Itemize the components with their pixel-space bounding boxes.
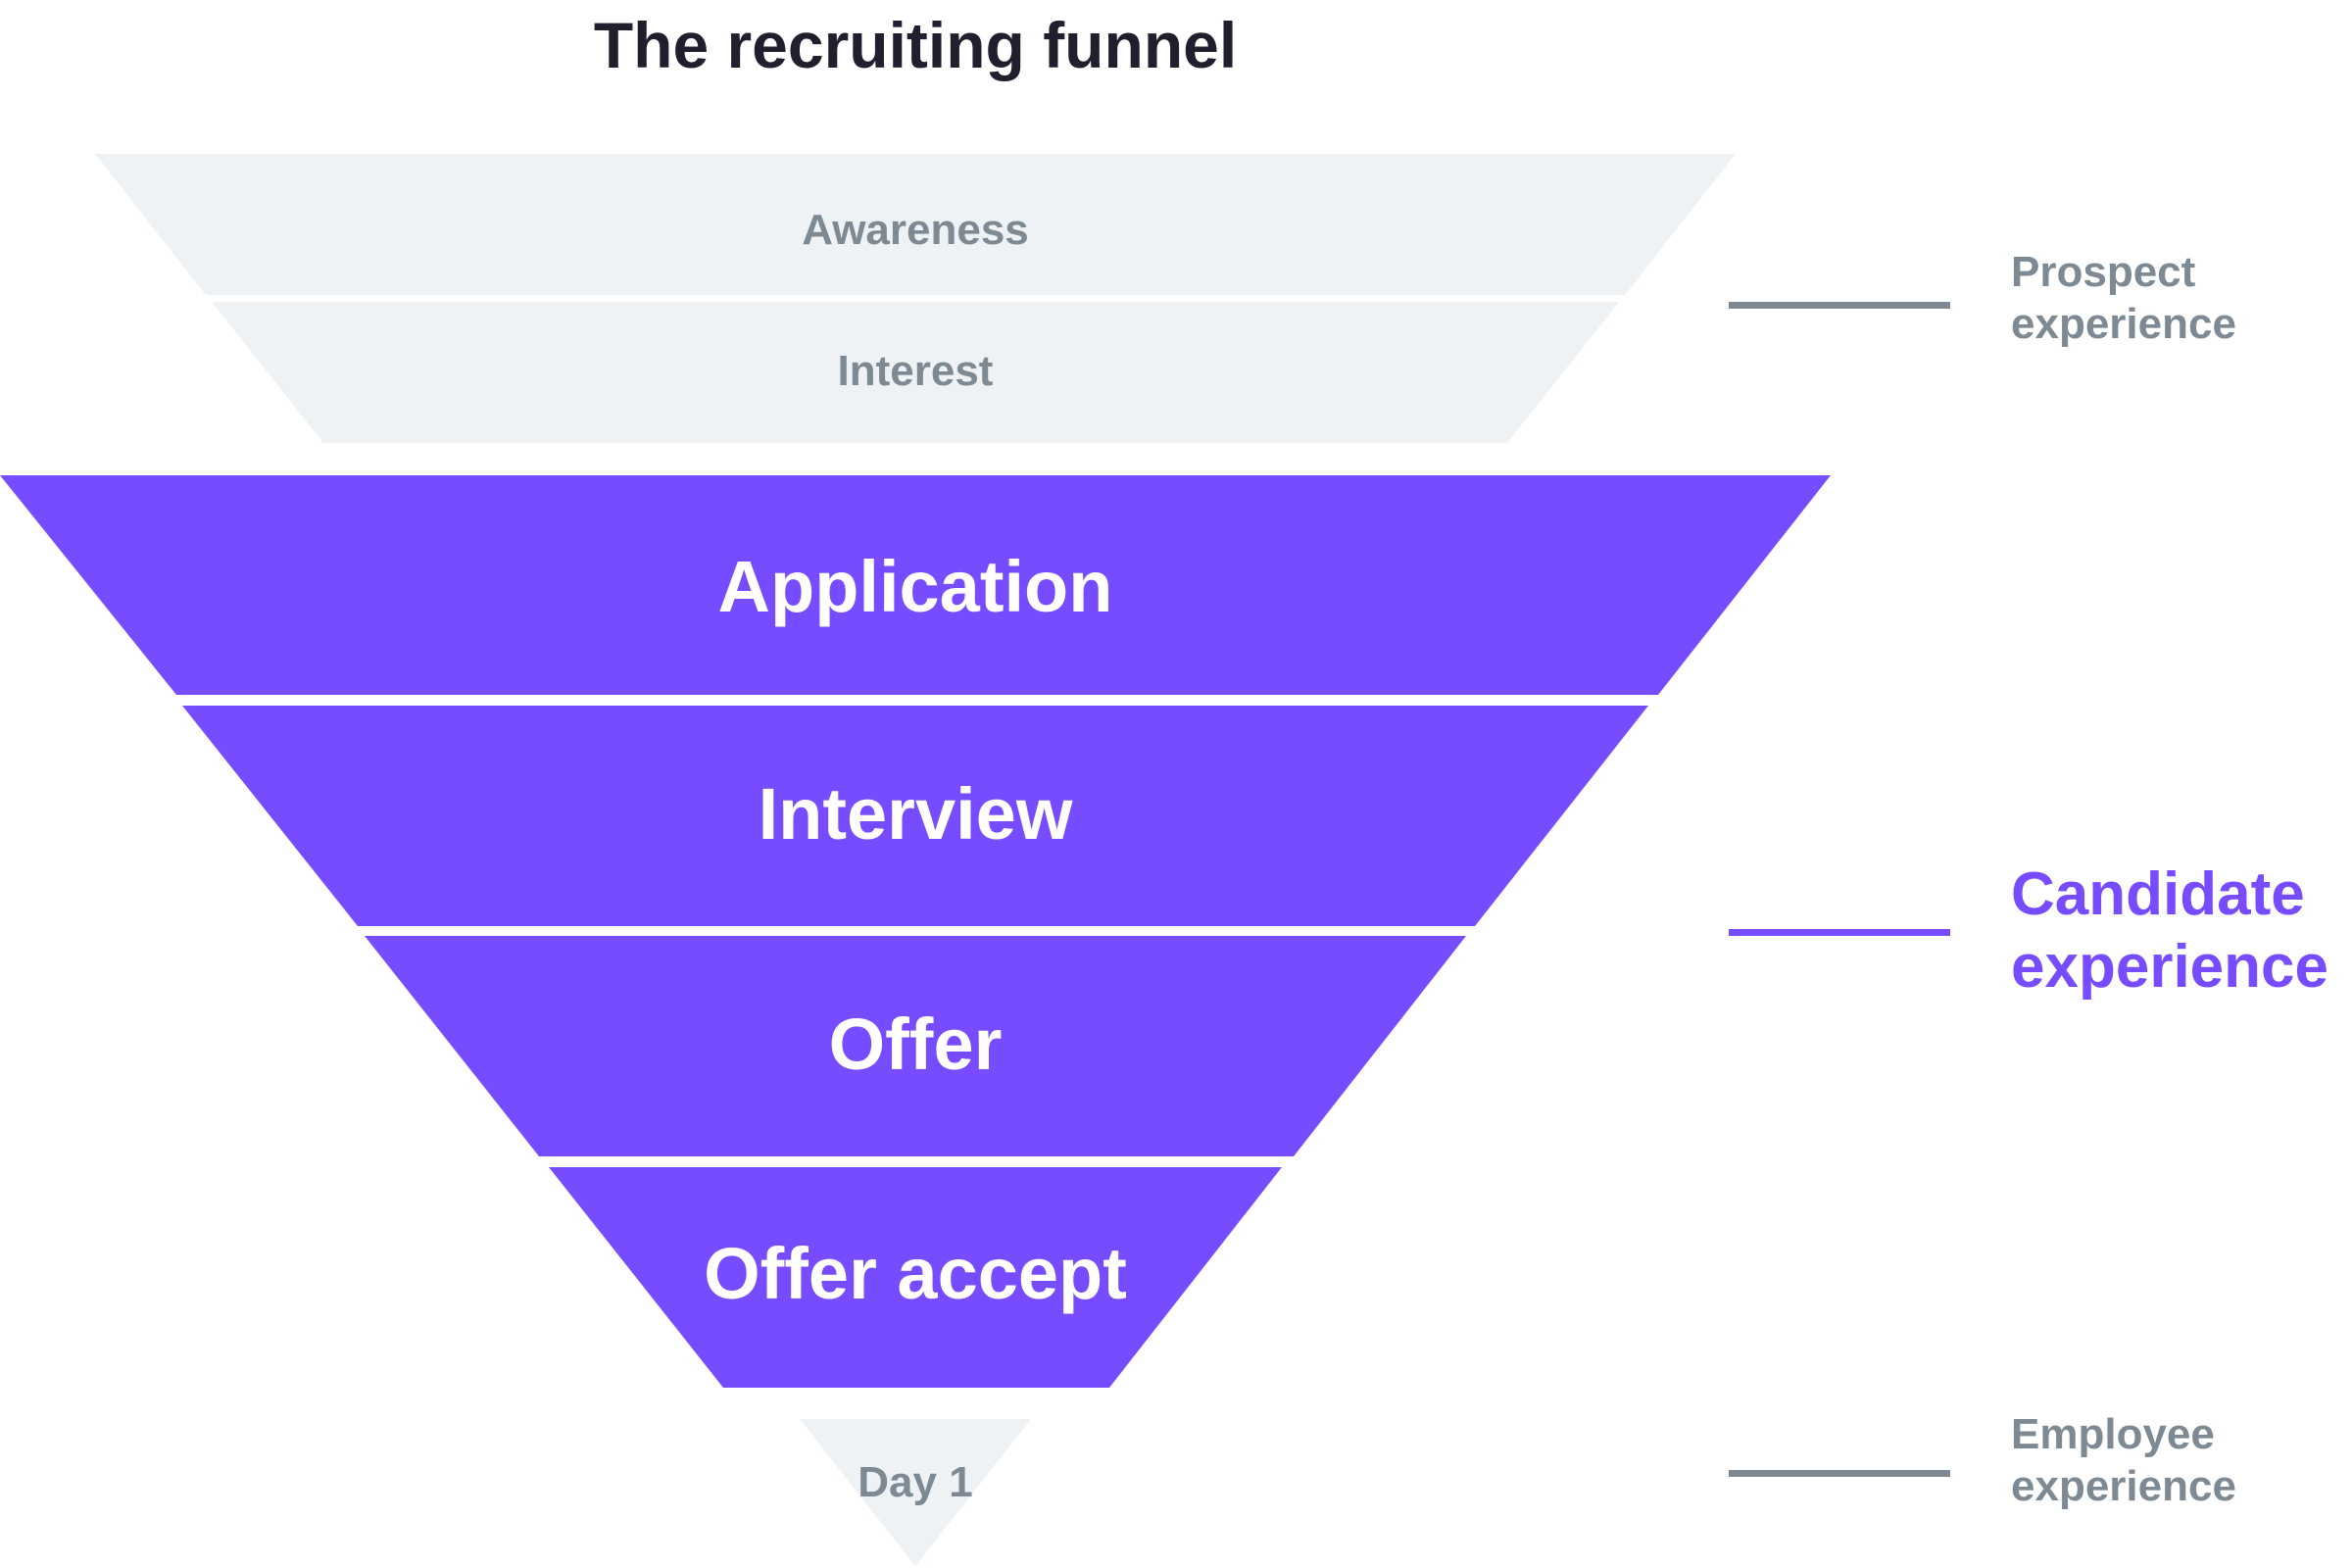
employee-experience-label: Employee experience xyxy=(2011,1409,2236,1513)
stage-offer-accept xyxy=(549,1167,1282,1388)
employee-label-line1: Employee xyxy=(2011,1410,2215,1458)
stage-offer xyxy=(365,936,1466,1156)
candidate-connector-line xyxy=(1729,929,1950,936)
stage-interview xyxy=(182,706,1648,926)
candidate-label-line1: Candidate xyxy=(2011,860,2305,928)
stage-awareness-label: Awareness xyxy=(802,206,1029,254)
stage-day1 xyxy=(800,1419,1031,1566)
employee-label-line2: experience xyxy=(2011,1461,2236,1510)
candidate-label-line2: experience xyxy=(2011,933,2328,1002)
stage-offer-accept-label: Offer accept xyxy=(704,1233,1127,1314)
prospect-label-line2: experience xyxy=(2011,299,2236,348)
prospect-experience-label: Prospect experience xyxy=(2011,247,2236,351)
stage-application xyxy=(0,475,1831,695)
prospect-label-line1: Prospect xyxy=(2011,248,2196,296)
stage-offer-label: Offer xyxy=(829,1004,1003,1085)
candidate-experience-label: Candidate experience xyxy=(2011,858,2328,1004)
stage-interest-label: Interest xyxy=(838,347,994,395)
stage-day1-label: Day 1 xyxy=(858,1458,972,1506)
stage-application-label: Application xyxy=(718,546,1113,627)
diagram-title: The recruiting funnel xyxy=(593,9,1238,81)
employee-connector-line xyxy=(1729,1470,1950,1477)
stage-interest xyxy=(212,302,1619,443)
stage-interview-label: Interview xyxy=(759,773,1073,855)
prospect-connector-line xyxy=(1729,302,1950,309)
stage-awareness xyxy=(95,154,1736,295)
